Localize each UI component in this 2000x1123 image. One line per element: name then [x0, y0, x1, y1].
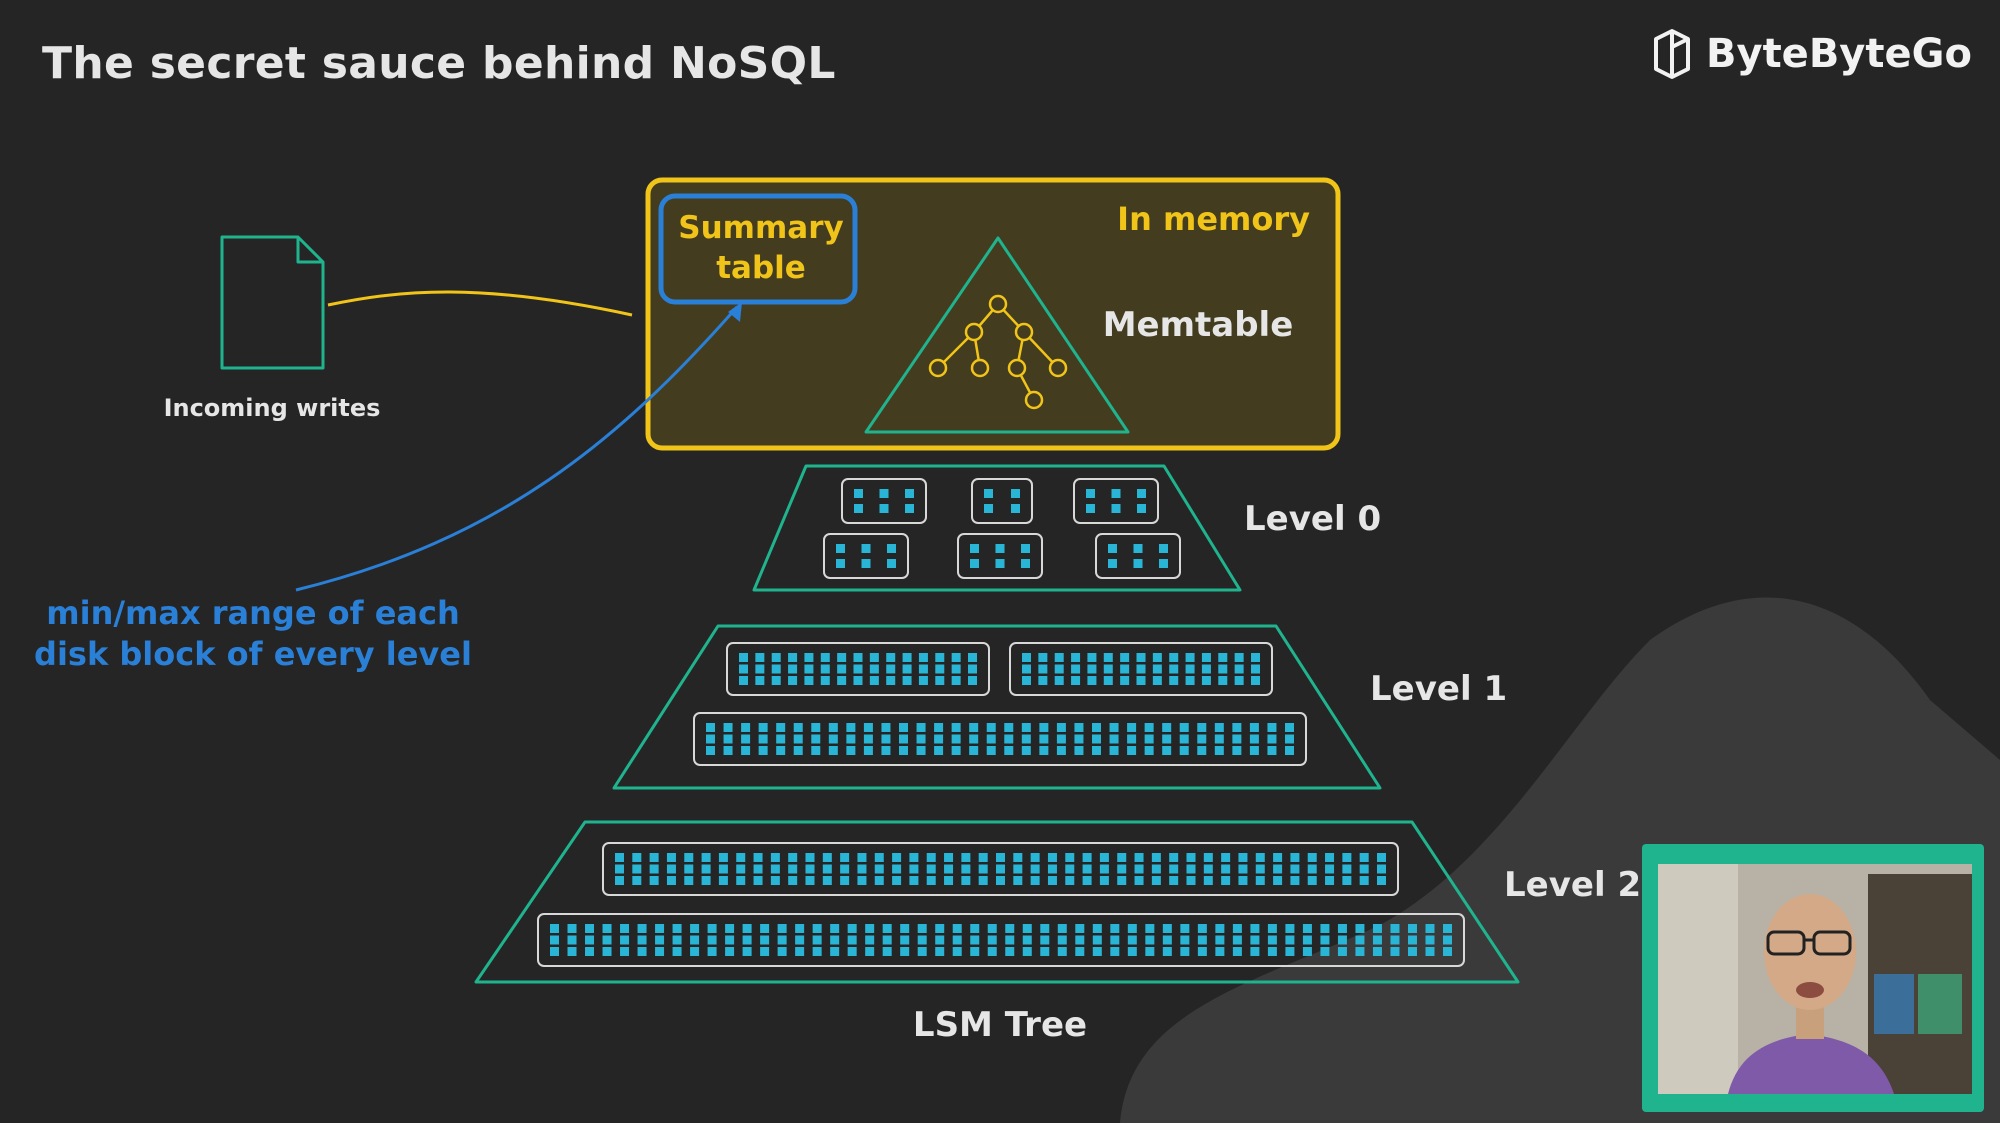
brand-logo: ByteByteGo	[1650, 24, 1972, 84]
lsm-tree-label: LSM Tree	[913, 1005, 1087, 1045]
level-0-block	[823, 533, 909, 579]
bytebytego-logo-icon	[1654, 29, 1690, 79]
level-0-label: Level 0	[1244, 499, 1381, 539]
level-0-block	[841, 478, 927, 524]
level-2-label: Level 2	[1504, 865, 1641, 905]
summary-pointer-line	[295, 306, 739, 592]
memtable-triangle	[864, 236, 1130, 434]
memtable-label: Memtable	[1103, 305, 1294, 345]
summary-table-box	[658, 193, 858, 305]
level-2-trapezoid	[474, 820, 1520, 984]
summary-table-label-line2: table	[716, 250, 806, 286]
level-0-block	[957, 533, 1043, 579]
page-title: The secret sauce behind NoSQL	[42, 38, 836, 89]
level-1-block	[726, 642, 990, 696]
level-0-block	[1073, 478, 1159, 524]
level-2-block	[537, 913, 1465, 967]
annotation-line2: disk block of every level	[34, 635, 472, 673]
write-flow-line	[327, 290, 633, 317]
level-2-block	[602, 842, 1399, 896]
presenter-video	[1658, 864, 1972, 1094]
incoming-writes-label: Incoming writes	[164, 394, 381, 422]
presenter-image	[1658, 864, 1972, 1094]
level-0-block	[1095, 533, 1181, 579]
level-1-block	[1009, 642, 1273, 696]
summary-table-label-line1: Summary	[678, 210, 843, 246]
level-1-block	[693, 712, 1307, 766]
level-1-label: Level 1	[1370, 669, 1507, 709]
level-0-trapezoid	[752, 464, 1242, 592]
document-icon	[220, 235, 325, 370]
memtable-tree-icon	[928, 294, 1068, 410]
in-memory-box	[645, 177, 1341, 451]
brand-name: ByteByteGo	[1706, 31, 1972, 77]
in-memory-label: In memory	[1117, 200, 1310, 238]
annotation-line1: min/max range of each	[46, 594, 460, 632]
summary-pointer-arrowhead	[728, 302, 742, 322]
level-0-block	[971, 478, 1033, 524]
presenter-video-frame	[1642, 844, 1984, 1112]
level-1-trapezoid	[612, 624, 1382, 790]
